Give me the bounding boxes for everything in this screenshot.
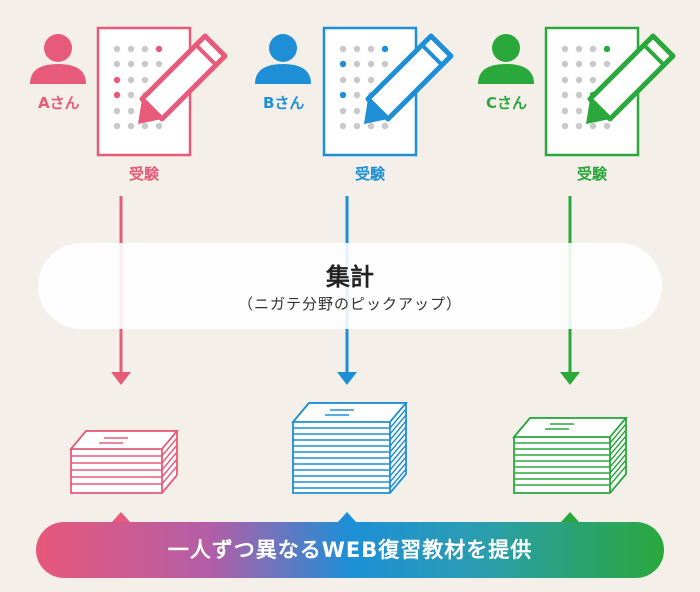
exam-label-b: 受験 <box>354 165 385 183</box>
person-a-name: Aさん <box>38 94 80 112</box>
pencil-a-icon <box>138 33 228 124</box>
aggregation-title: 集計 <box>326 263 374 291</box>
pencil-c-icon <box>586 33 676 124</box>
material-stack-b-icon <box>291 402 408 494</box>
exam-label-a: 受験 <box>128 165 159 183</box>
person-b-name: Bさん <box>263 94 305 112</box>
aggregation-subtitle: （ニガテ分野のピックアップ） <box>237 295 462 313</box>
material-stack-c-icon <box>512 417 628 494</box>
web-materials-banner: 一人ずつ異なるWEB復習教材を提供 <box>36 522 664 578</box>
person-b-icon <box>255 34 311 84</box>
pencil-b-icon <box>364 33 454 124</box>
material-stack-a-icon <box>69 430 179 494</box>
exam-label-c: 受験 <box>576 165 607 183</box>
person-c-icon <box>478 34 534 84</box>
aggregation-box: 集計 （ニガテ分野のピックアップ） <box>38 243 662 329</box>
person-a-icon <box>30 34 86 84</box>
banner-pointers <box>112 512 579 522</box>
person-c-name: Cさん <box>486 94 528 112</box>
